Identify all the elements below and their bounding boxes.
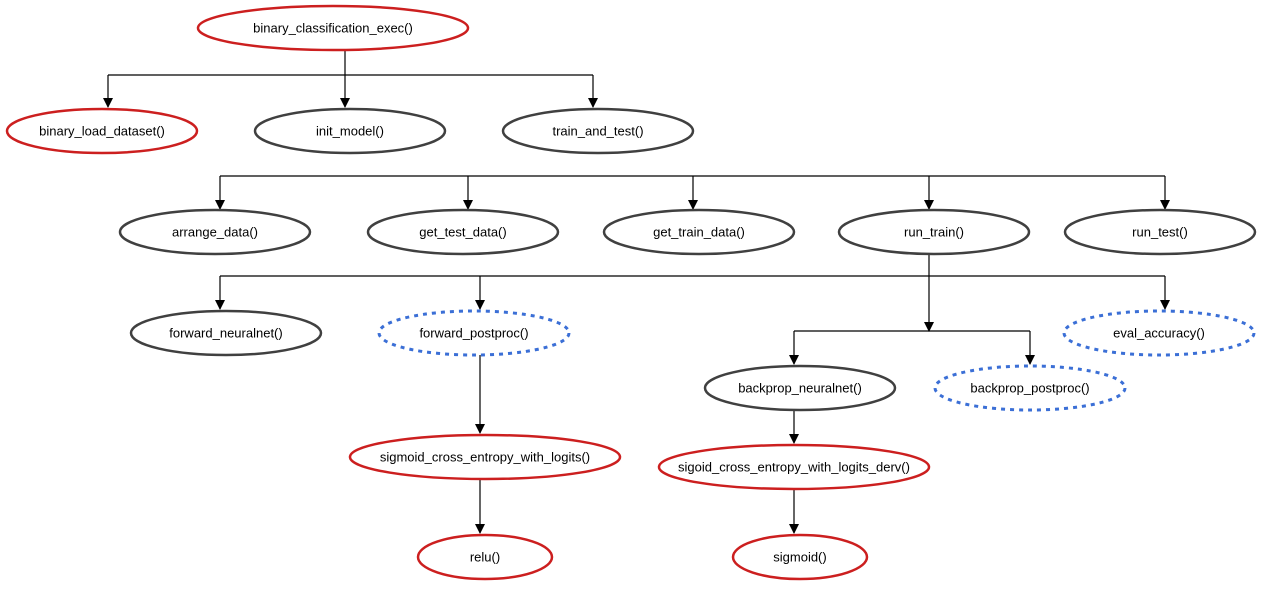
node-sigoid-cross-entropy-with-logits-derv: sigoid_cross_entropy_with_logits_derv() bbox=[657, 443, 931, 491]
node-sigmoid-cross-entropy-with-logits: sigmoid_cross_entropy_with_logits() bbox=[348, 433, 622, 481]
node-label: forward_neuralnet() bbox=[169, 326, 282, 341]
node-relu: relu() bbox=[416, 533, 554, 581]
node-label: sigmoid() bbox=[773, 550, 826, 565]
node-label: forward_postproc() bbox=[419, 326, 528, 341]
node-label: train_and_test() bbox=[552, 124, 643, 139]
node-sigmoid: sigmoid() bbox=[731, 533, 869, 581]
node-label: sigmoid_cross_entropy_with_logits() bbox=[380, 450, 590, 465]
node-label: binary_load_dataset() bbox=[39, 124, 165, 139]
node-label: init_model() bbox=[316, 124, 384, 139]
node-label: eval_accuracy() bbox=[1113, 326, 1205, 341]
node-label: get_train_data() bbox=[653, 225, 745, 240]
node-label: relu() bbox=[470, 550, 500, 565]
node-label: sigoid_cross_entropy_with_logits_derv() bbox=[678, 460, 910, 475]
node-backprop-postproc: backprop_postproc() bbox=[933, 364, 1127, 412]
node-train-and-test: train_and_test() bbox=[501, 107, 695, 155]
node-backprop-neuralnet: backprop_neuralnet() bbox=[703, 364, 897, 412]
node-init-model: init_model() bbox=[253, 107, 447, 155]
node-label: binary_classification_exec() bbox=[253, 21, 413, 36]
node-label: backprop_neuralnet() bbox=[738, 381, 862, 396]
connectors bbox=[103, 48, 1170, 534]
node-binary-classification-exec: binary_classification_exec() bbox=[196, 4, 470, 52]
node-arrange-data: arrange_data() bbox=[118, 208, 312, 256]
node-binary-load-dataset: binary_load_dataset() bbox=[5, 107, 199, 155]
node-run-train: run_train() bbox=[837, 208, 1031, 256]
node-label: run_test() bbox=[1132, 225, 1188, 240]
node-get-test-data: get_test_data() bbox=[366, 208, 560, 256]
node-run-test: run_test() bbox=[1063, 208, 1257, 256]
node-label: backprop_postproc() bbox=[970, 381, 1089, 396]
node-forward-neuralnet: forward_neuralnet() bbox=[129, 309, 323, 357]
node-get-train-data: get_train_data() bbox=[602, 208, 796, 256]
node-eval-accuracy: eval_accuracy() bbox=[1062, 309, 1256, 357]
node-label: run_train() bbox=[904, 225, 964, 240]
node-label: arrange_data() bbox=[172, 225, 258, 240]
node-forward-postproc: forward_postproc() bbox=[377, 309, 571, 357]
node-label: get_test_data() bbox=[419, 225, 506, 240]
